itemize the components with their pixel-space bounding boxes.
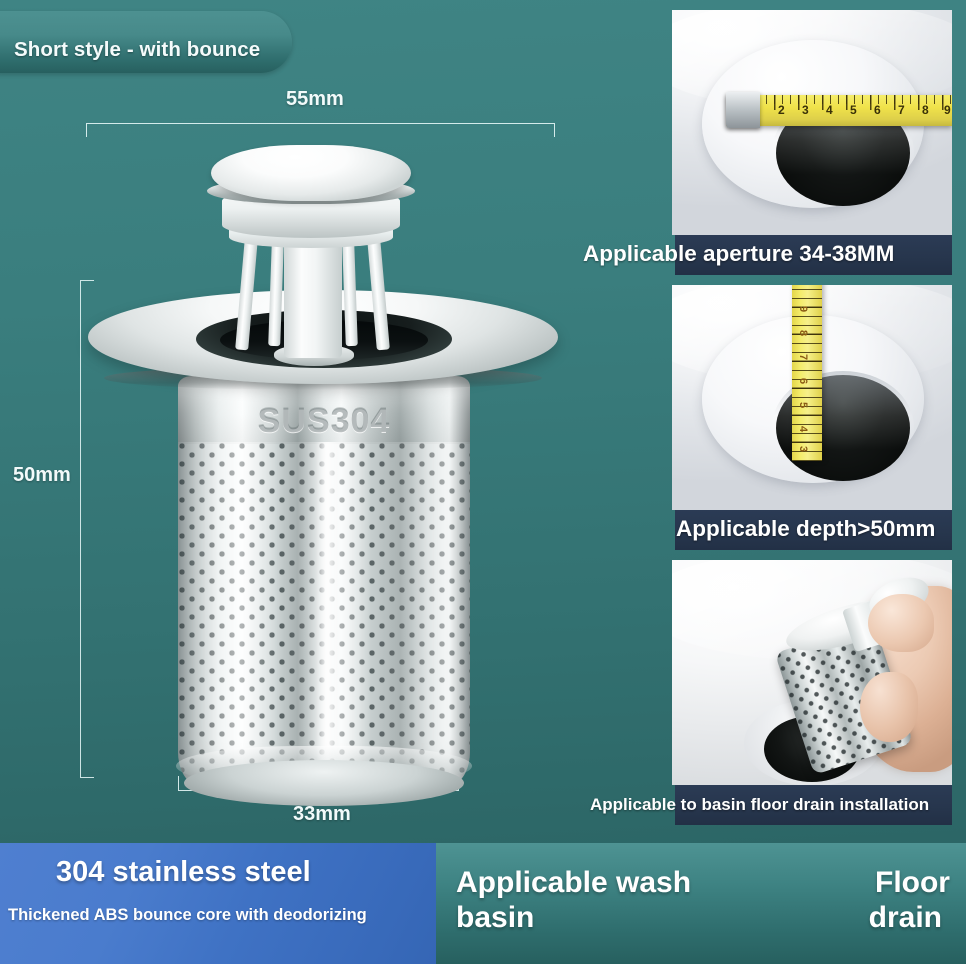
panel-caption-installation: Applicable to basin floor drain installa…	[590, 795, 930, 814]
tape-number: 4	[826, 103, 833, 117]
feature-panel-installation: Applicable to basin floor drain installa…	[590, 560, 952, 825]
panel-caption-aperture: Applicable aperture 34-38MM	[583, 241, 895, 266]
sink-aperture-measurement-photo: 2 3 4 5 6 7 8 9	[672, 10, 952, 235]
hand-installing-strainer-photo	[672, 560, 952, 785]
basket-bottom	[184, 760, 464, 806]
panel-caption-depth: Applicable depth>50mm	[676, 516, 936, 541]
application-label-line: Floor	[875, 866, 950, 899]
application-label-floor-drain: Floor drain	[810, 865, 950, 936]
tape-number: 3	[802, 103, 809, 117]
application-label-line: Applicable wash	[456, 866, 692, 899]
dimension-label-width-top: 55mm	[286, 88, 344, 110]
tape-number: 5	[850, 103, 857, 117]
sink-depth-measurement-photo: 9 8 7 6 5 4 3	[672, 285, 952, 510]
finger-icon	[868, 594, 934, 652]
feature-panel-aperture: 2 3 4 5 6 7 8 9 Applicable aperture 34-3…	[583, 10, 952, 275]
tape-number: 9	[944, 103, 951, 117]
tape-number: 4	[797, 425, 810, 433]
tape-measure-horizontal-icon: 2 3 4 5 6 7 8 9	[726, 95, 952, 126]
application-callout-panel: Applicable wash basin Floor drain	[436, 843, 966, 964]
material-callout-title: 304 stainless steel	[56, 856, 311, 888]
application-label-wash-basin: Applicable wash basin	[456, 865, 756, 936]
application-label-line: basin	[456, 901, 535, 935]
tape-number: 5	[797, 401, 810, 409]
feature-panel-depth: 9 8 7 6 5 4 3 Applicable depth>50mm	[672, 285, 952, 550]
panel-caption-bar	[675, 510, 952, 550]
material-mark-label: SUS304	[257, 402, 391, 440]
tape-number: 6	[797, 377, 810, 385]
material-callout-subtitle: Thickened ABS bounce core with deodorizi…	[8, 906, 367, 924]
style-badge-label: Short style - with bounce	[14, 38, 261, 61]
bounce-core-leg	[342, 241, 358, 347]
panel-caption-bar	[675, 785, 952, 825]
material-callout-panel: 304 stainless steel Thickened ABS bounce…	[0, 843, 436, 964]
tape-number: 8	[797, 329, 810, 337]
tape-number: 9	[797, 305, 810, 313]
dimension-bracket-height-left	[80, 280, 94, 778]
application-label-line: drain	[868, 901, 942, 935]
tape-number: 8	[922, 103, 929, 117]
tape-number: 2	[778, 103, 785, 117]
thumb-icon	[860, 672, 918, 742]
dimension-bracket-width-top	[86, 123, 555, 137]
basket-highlight-ridge	[316, 442, 338, 786]
strainer-basket-icon: SUS304	[178, 376, 470, 786]
dimension-label-height-left: 50mm	[13, 464, 71, 486]
panel-caption-bar	[675, 235, 952, 275]
tape-ticks	[726, 95, 952, 126]
tape-measure-hook	[726, 92, 760, 128]
product-illustration: SUS304	[88, 130, 568, 806]
tape-number: 7	[898, 103, 905, 117]
bounce-core-column	[284, 232, 342, 358]
tape-number: 3	[797, 445, 810, 453]
tape-number: 7	[797, 353, 810, 361]
bounce-cap-icon	[211, 145, 411, 201]
dimension-label-width-bottom: 33mm	[293, 803, 351, 825]
tape-number: 6	[874, 103, 881, 117]
feature-panel-column: 2 3 4 5 6 7 8 9 Applicable aperture 34-3…	[583, 10, 952, 830]
tape-ticks	[792, 285, 822, 461]
tape-measure-vertical-icon: 9 8 7 6 5 4 3	[792, 285, 822, 461]
style-badge: Short style - with bounce	[0, 11, 292, 73]
